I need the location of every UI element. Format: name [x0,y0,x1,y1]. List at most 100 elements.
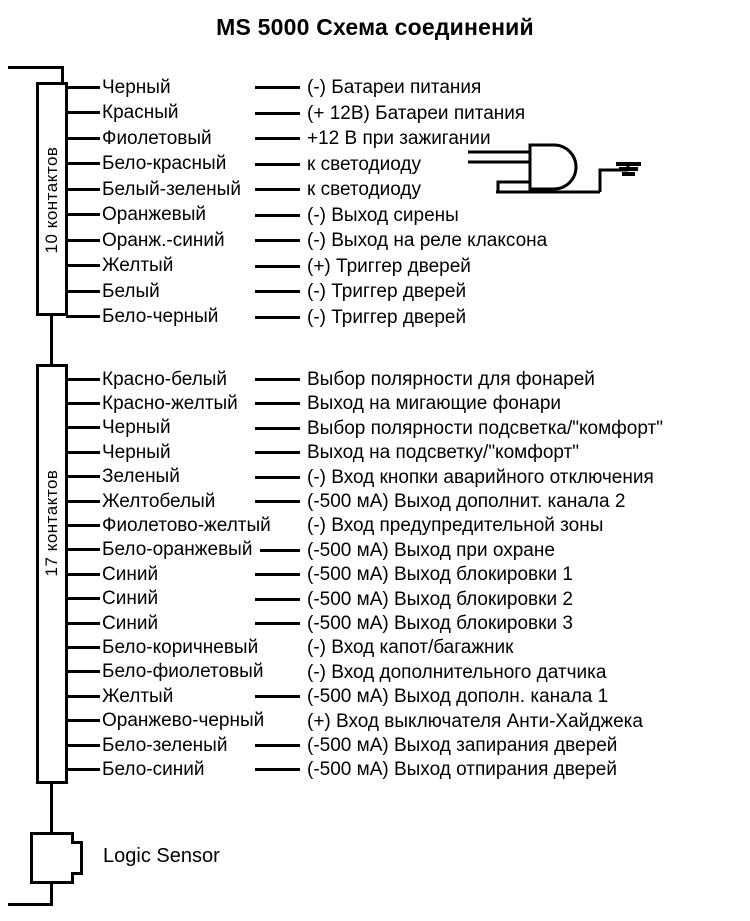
wire-description: (-) Триггер дверей [307,306,467,328]
pin-stub-line [66,572,100,576]
pin-row: Бело-оранжевый [66,537,252,563]
connector-10pin-label: 10 контактов [42,146,61,254]
pin-stub-line [66,187,100,191]
pin-stub-line [66,621,100,625]
wire-description: (-500 мА) Выход блокировки 3 [307,613,573,634]
pin-stub-line [66,136,100,140]
pin-row: Бело-синий [66,756,204,782]
wire-description: (-) Выход на реле клаксона [307,230,548,251]
pin-row: Бело-красный [66,151,226,177]
wire-description: к светодиоду [307,153,421,175]
wire-color-label: Красно-белый [102,368,228,390]
wire-description: (+) Вход выключателя Анти-Хайджека [307,710,643,732]
wire-color-label: Белый-зеленый [102,178,241,200]
top-feed-wire-vertical [61,66,64,84]
pin-stub-line [66,743,100,747]
pin-stub-line [66,85,100,89]
pin-stub-line [66,548,100,552]
pin-lead-dash [255,86,300,89]
wire-color-label: Черный [102,441,171,463]
wire-description: Выбор полярности для фонарей [307,369,595,390]
wire-description: (-500 мА) Выход дополнит. канала 2 [307,491,626,512]
pin-stub-line [66,450,100,454]
pin-stub-line [66,499,100,503]
pin-stub-line [66,523,100,527]
pin-row: Красно-желтый [66,390,238,416]
wire-color-label: Черный [102,417,171,439]
wire-description: (-) Вход дополнительного датчика [307,661,607,683]
wire-color-label: Синий [102,563,159,585]
wire-description: (-500 мА) Выход запирания дверей [307,735,618,756]
pin-row: Зеленый [66,464,180,490]
pin-row: Оранжевый [66,202,206,228]
wire-color-label: Синий [102,612,159,634]
pin-row: Белый [66,278,160,304]
pin-stub-line [66,289,100,293]
pin-stub-line [66,238,100,242]
wire-color-label: Бело-красный [102,153,227,174]
inter-connector-wire [50,314,53,366]
pin-stub-line [66,694,100,698]
pin-lead-dash [260,548,300,552]
wire-description: (-500 мА) Выход дополн. канала 1 [307,686,609,708]
pin-lead-dash [255,426,300,430]
pin-row: Синий [66,586,158,612]
pin-stub-line [66,111,100,114]
pin-stub-line [66,315,100,318]
led-return-wire-left [496,180,530,192]
pin-row: Желтый [66,253,173,279]
pin-stub-line [66,767,100,771]
wire-color-label: Бело-синий [102,758,205,780]
pin-stub-line [66,645,100,649]
wire-description: (+) Триггер дверей [307,255,471,277]
wire-color-label: Красно-желтый [102,392,238,414]
logic-sensor-connector-notch [71,841,83,875]
wire-description: (-500 мА) Выход блокировки 1 [307,564,573,586]
sensor-output-wire-vertical [50,882,53,906]
pin-row: Желтобелый [66,488,215,514]
logic-sensor-label: Logic Sensor [103,845,220,867]
wire-description: Выход на подсветку/"комфорт" [307,442,580,464]
sensor-feed-wire [50,782,53,834]
pin-row: Красно-белый [66,366,227,392]
pin-lead-dash [255,573,300,577]
wire-color-label: Фиолетовый [102,127,212,149]
pin-stub-line [66,162,100,165]
pin-row: Черный [66,439,171,465]
pin-lead-dash [255,768,300,772]
pin-stub-line [66,426,100,430]
wire-description: (-500 мА) Выход отпирания дверей [307,759,617,781]
pin-row: Бело-зеленый [66,732,227,758]
wire-description: (-) Вход капот/багажник [307,637,514,659]
wire-description: (-) Выход сирены [307,204,459,226]
pin-row: Бело-фиолетовый [66,659,263,685]
pin-stub-line [66,597,100,601]
pin-lead-dash [255,597,300,601]
connector-17pin-label: 17 контактов [42,469,61,577]
led-ground-wire [598,168,628,192]
wire-color-label: Бело-зеленый [102,734,228,756]
wire-color-label: Желтый [102,685,174,707]
wire-description: к светодиоду [307,179,421,200]
wire-description: (-) Вход предупредительной зоны [307,515,604,537]
pin-stub-line [66,475,100,479]
pin-lead-dash [255,137,300,140]
pin-lead-dash [255,744,300,747]
wire-description: +12 В при зажигании [307,128,491,149]
led-body [528,143,578,191]
led-symbol-svg [468,143,641,194]
pin-lead-dash [255,402,300,406]
pin-lead-dash [255,695,300,699]
pin-row: Черный [66,74,171,100]
connector-17pin-body [36,364,68,784]
led-with-ground-symbol [468,140,698,202]
connector-10pin-body [36,82,68,316]
pin-row: Белый-зеленый [66,176,241,202]
pin-stub-line [66,213,100,216]
logic-sensor-body [30,832,74,884]
top-feed-wire-horizontal [8,66,64,69]
wire-color-label: Бело-черный [102,306,219,327]
pin-row: Красный [66,100,178,126]
wire-description: (+ 12В) Батареи питания [307,102,526,124]
wire-color-label: Бело-коричневый [102,636,259,658]
